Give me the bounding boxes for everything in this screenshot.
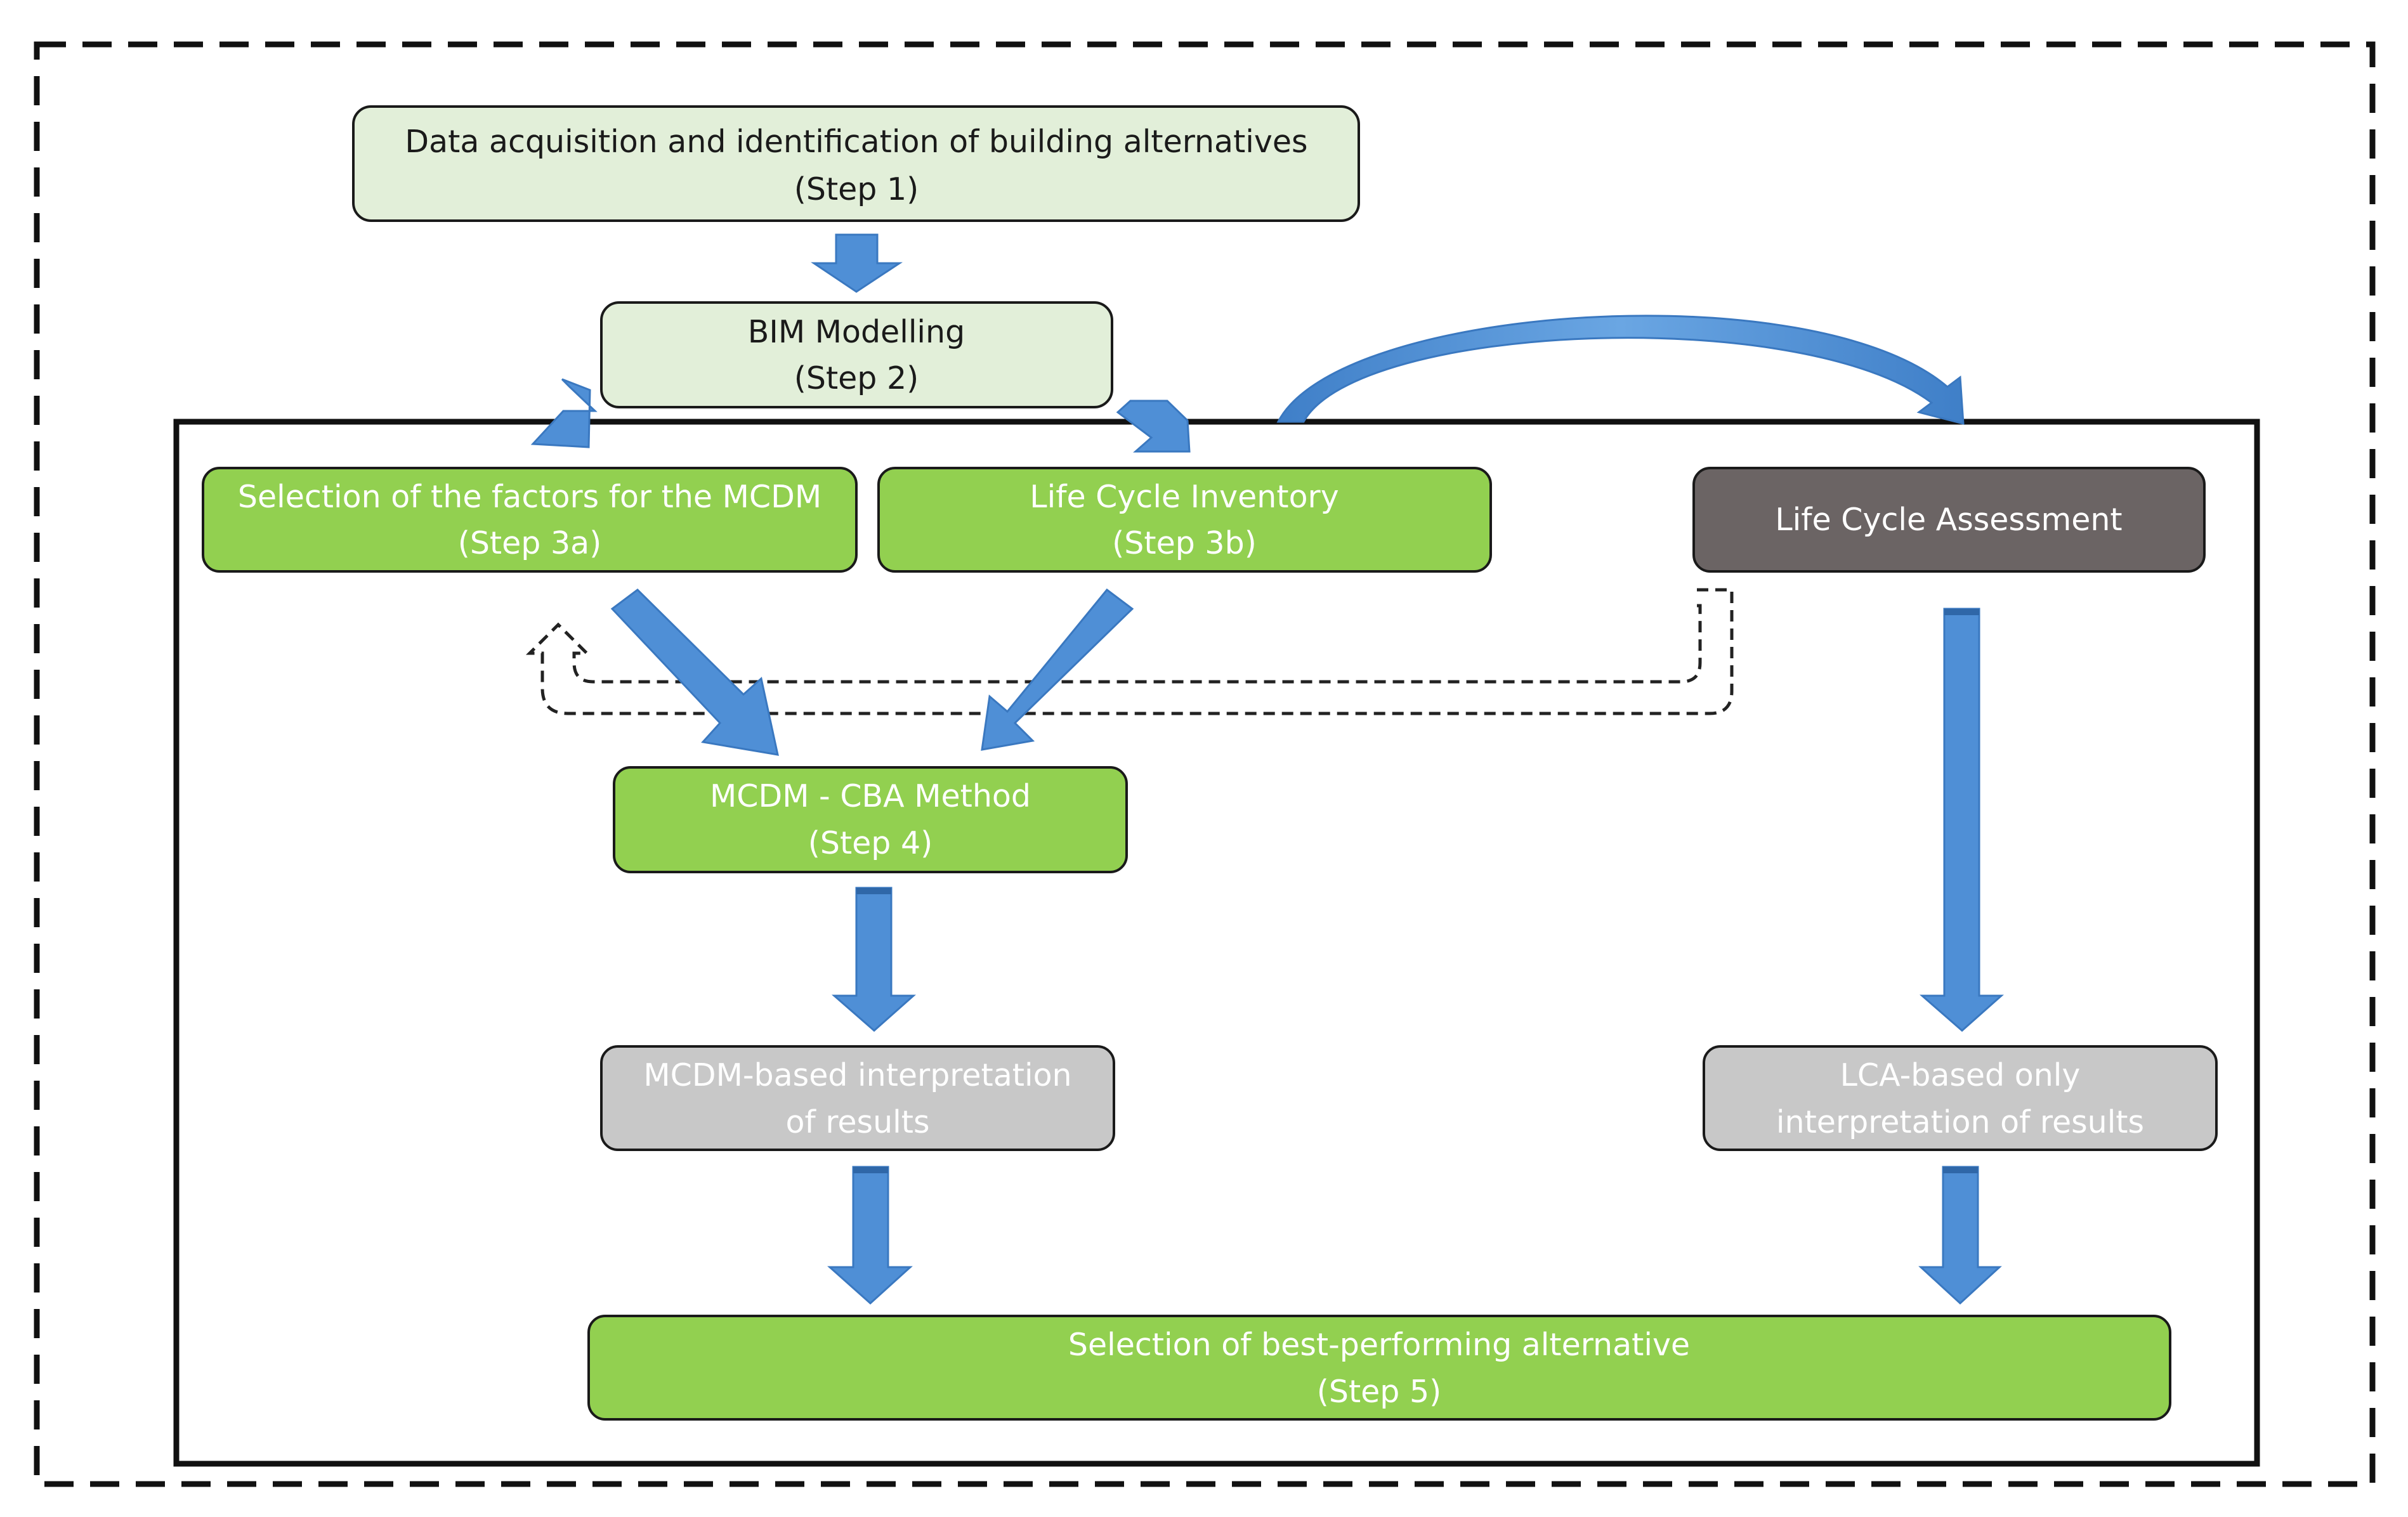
arrow-lca-to-lca-interp <box>1920 608 2004 1032</box>
node-mcdm-interpretation: MCDM-based interpretation of results <box>600 1045 1115 1151</box>
lca-interp-line1: LCA-based only <box>1840 1057 2081 1093</box>
mcdm-interp-line1: MCDM-based interpretation <box>643 1057 1071 1093</box>
node-step3a: Selection of the factors for the MCDM (S… <box>202 467 858 573</box>
curved-arrow-to-lca <box>1276 315 1965 425</box>
step4-title: MCDM - CBA Method <box>710 778 1031 814</box>
node-step2: BIM Modelling (Step 2) <box>600 301 1113 408</box>
arrow-step4-to-mcdm-interp <box>832 887 916 1032</box>
step5-label: (Step 5) <box>1317 1374 1442 1410</box>
node-step4: MCDM - CBA Method (Step 4) <box>613 766 1128 873</box>
step3a-title: Selection of the factors for the MCDM <box>238 479 821 515</box>
arrow-lca-interp-to-step5 <box>1918 1166 2002 1305</box>
arrow-step1-to-step2 <box>811 233 903 293</box>
step3b-label: (Step 3b) <box>1112 525 1257 561</box>
outer-dashed-frame <box>34 41 2376 1487</box>
node-lca: Life Cycle Assessment <box>1692 467 2206 573</box>
arrow-step3b-to-step4 <box>981 588 1134 751</box>
step2-title: BIM Modelling <box>748 314 965 350</box>
lca-title: Life Cycle Assessment <box>1775 502 2122 538</box>
step1-label: (Step 1) <box>794 171 919 207</box>
step3b-title: Life Cycle Inventory <box>1030 479 1338 515</box>
mcdm-interp-line2: of results <box>786 1104 930 1140</box>
arrow-step2-to-step3a <box>530 378 598 448</box>
step4-label: (Step 4) <box>808 825 933 861</box>
arrow-step2-to-step3b <box>1116 400 1191 453</box>
node-step1: Data acquisition and identification of b… <box>352 105 1360 222</box>
arrow-step3a-to-step4 <box>610 589 779 756</box>
step1-title: Data acquisition and identification of b… <box>405 124 1307 160</box>
node-step5: Selection of best-performing alternative… <box>587 1315 2171 1421</box>
step5-title: Selection of best-performing alternative <box>1068 1327 1690 1363</box>
step3a-label: (Step 3a) <box>458 525 602 561</box>
inner-solid-frame <box>173 419 2260 1467</box>
step2-label: (Step 2) <box>794 360 919 396</box>
lca-interp-line2: interpretation of results <box>1776 1104 2144 1140</box>
node-lca-interpretation: LCA-based only interpretation of results <box>1703 1045 2218 1151</box>
node-step3b: Life Cycle Inventory (Step 3b) <box>877 467 1492 573</box>
arrow-mcdm-interp-to-step5 <box>827 1166 913 1305</box>
feedback-dashed-arrow <box>525 588 1734 715</box>
